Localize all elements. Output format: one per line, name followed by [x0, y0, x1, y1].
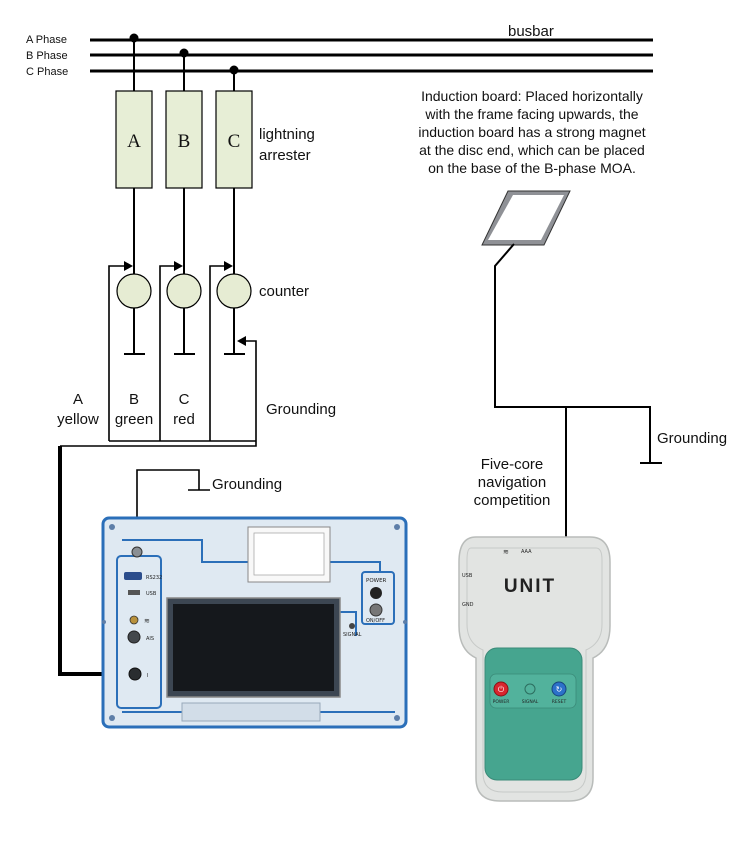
on-off-label: ON/OFF [366, 618, 385, 624]
ais-connector-icon [127, 630, 141, 644]
induction-text-line5: on the base of the B-phase MOA. [428, 160, 636, 176]
induction-text-line4: at the disc end, which can be placed [419, 142, 645, 158]
grounding-label-instrument: Grounding [212, 476, 282, 493]
wire-b-letter: B [129, 391, 139, 408]
induction-text-line2: with the frame facing upwards, the [424, 106, 638, 122]
power-label: POWER [366, 578, 387, 584]
usb-label: USB [146, 591, 157, 597]
arrester-c-letter: C [228, 131, 241, 152]
handheld-reset-button[interactable] [551, 681, 567, 697]
reset-icon: ↻ [556, 685, 563, 694]
ground-terminal-icon [131, 546, 143, 558]
phase-c-label: C Phase [26, 66, 68, 78]
handheld-top-mark: AAA [521, 549, 532, 555]
rs232-label: RS232 [146, 575, 162, 581]
svg-text:I: I [147, 673, 148, 679]
arrester-b-letter: B [178, 131, 191, 152]
rs232-port-icon [124, 572, 142, 580]
induction-board-plate [481, 190, 571, 246]
tap-dot-c [229, 65, 239, 75]
handheld-power-button[interactable] [493, 681, 509, 697]
induction-text-line1: Induction board: Placed horizontally [421, 88, 643, 104]
power-icon: ⏻ [498, 685, 505, 694]
handheld-brand-logo: UNIT [504, 576, 556, 597]
busbar-label: busbar [508, 23, 554, 40]
phase-a-label: A Phase [26, 34, 67, 46]
five-core-line1: Five-core [481, 456, 544, 473]
five-core-line2: navigation [478, 474, 546, 491]
instrument-ground-wire [136, 469, 210, 545]
counter-c [216, 273, 252, 309]
wire-c-letter: C [179, 391, 190, 408]
arrester-group: A B C [115, 90, 253, 189]
ais-label: AIS [146, 636, 154, 642]
counter-b [166, 273, 202, 309]
on-off-button[interactable] [369, 603, 383, 617]
handheld-power-label: POWER [493, 699, 510, 705]
arrester-counter-wires [133, 188, 235, 274]
counter-grounds [124, 308, 245, 355]
arrester-label-line1: lightning [259, 126, 315, 143]
clamp-arrows [124, 261, 246, 346]
counter-a [116, 273, 152, 309]
arrester-c [215, 90, 253, 189]
handheld-keypad-panel [484, 647, 583, 781]
usb-port-icon [128, 590, 140, 595]
wire-a-letter: A [73, 391, 83, 408]
five-core-line3: competition [474, 492, 551, 509]
arrester-label-line2: arrester [259, 147, 311, 164]
wire-b-color: green [115, 411, 153, 428]
signal-indicator-icon [349, 623, 355, 629]
tester-instrument: RS232 USB ≋ AIS I POWER ON/OFF SIGNAL [101, 516, 408, 729]
tap-dot-a [129, 33, 139, 43]
arrester-a-letter: A [127, 131, 141, 152]
handheld-signal-indicator [524, 683, 536, 695]
power-knob-icon [370, 587, 382, 599]
signal-label: SIGNAL [343, 632, 362, 638]
handheld-reset-label: RESET [552, 699, 567, 705]
instrument-screen [173, 604, 334, 691]
wire-a-color: yellow [57, 411, 99, 428]
counter-label: counter [259, 283, 309, 300]
phase-b-label: B Phase [26, 50, 68, 62]
tap-dot-b [179, 48, 189, 58]
grounding-label-counters: Grounding [266, 401, 336, 418]
handheld-gnd-label: GND [462, 602, 474, 608]
grounding-label-induction: Grounding [657, 430, 727, 447]
busbar-lines [90, 38, 653, 73]
induction-cable [494, 243, 662, 537]
handheld-receiver: AAA ≋ USB GND UNIT ⏻ ↻ POWER SIGNAL RESE… [458, 536, 611, 802]
wire-c-color: red [173, 411, 195, 428]
handheld-signal-label: SIGNAL [522, 699, 539, 705]
test-lead-wires [60, 265, 257, 447]
wifi-icon: ≋ [144, 617, 150, 625]
test-lead-socket-icon [128, 667, 142, 681]
arrester-b [165, 90, 203, 189]
counter-group [116, 273, 252, 309]
handheld-wifi-icon: ≋ [503, 548, 509, 556]
busbar-taps [129, 33, 239, 91]
induction-text-line3: induction board has a strong magnet [418, 124, 645, 140]
antenna-connector-icon [129, 615, 139, 625]
handheld-usb-label: USB [462, 573, 473, 579]
